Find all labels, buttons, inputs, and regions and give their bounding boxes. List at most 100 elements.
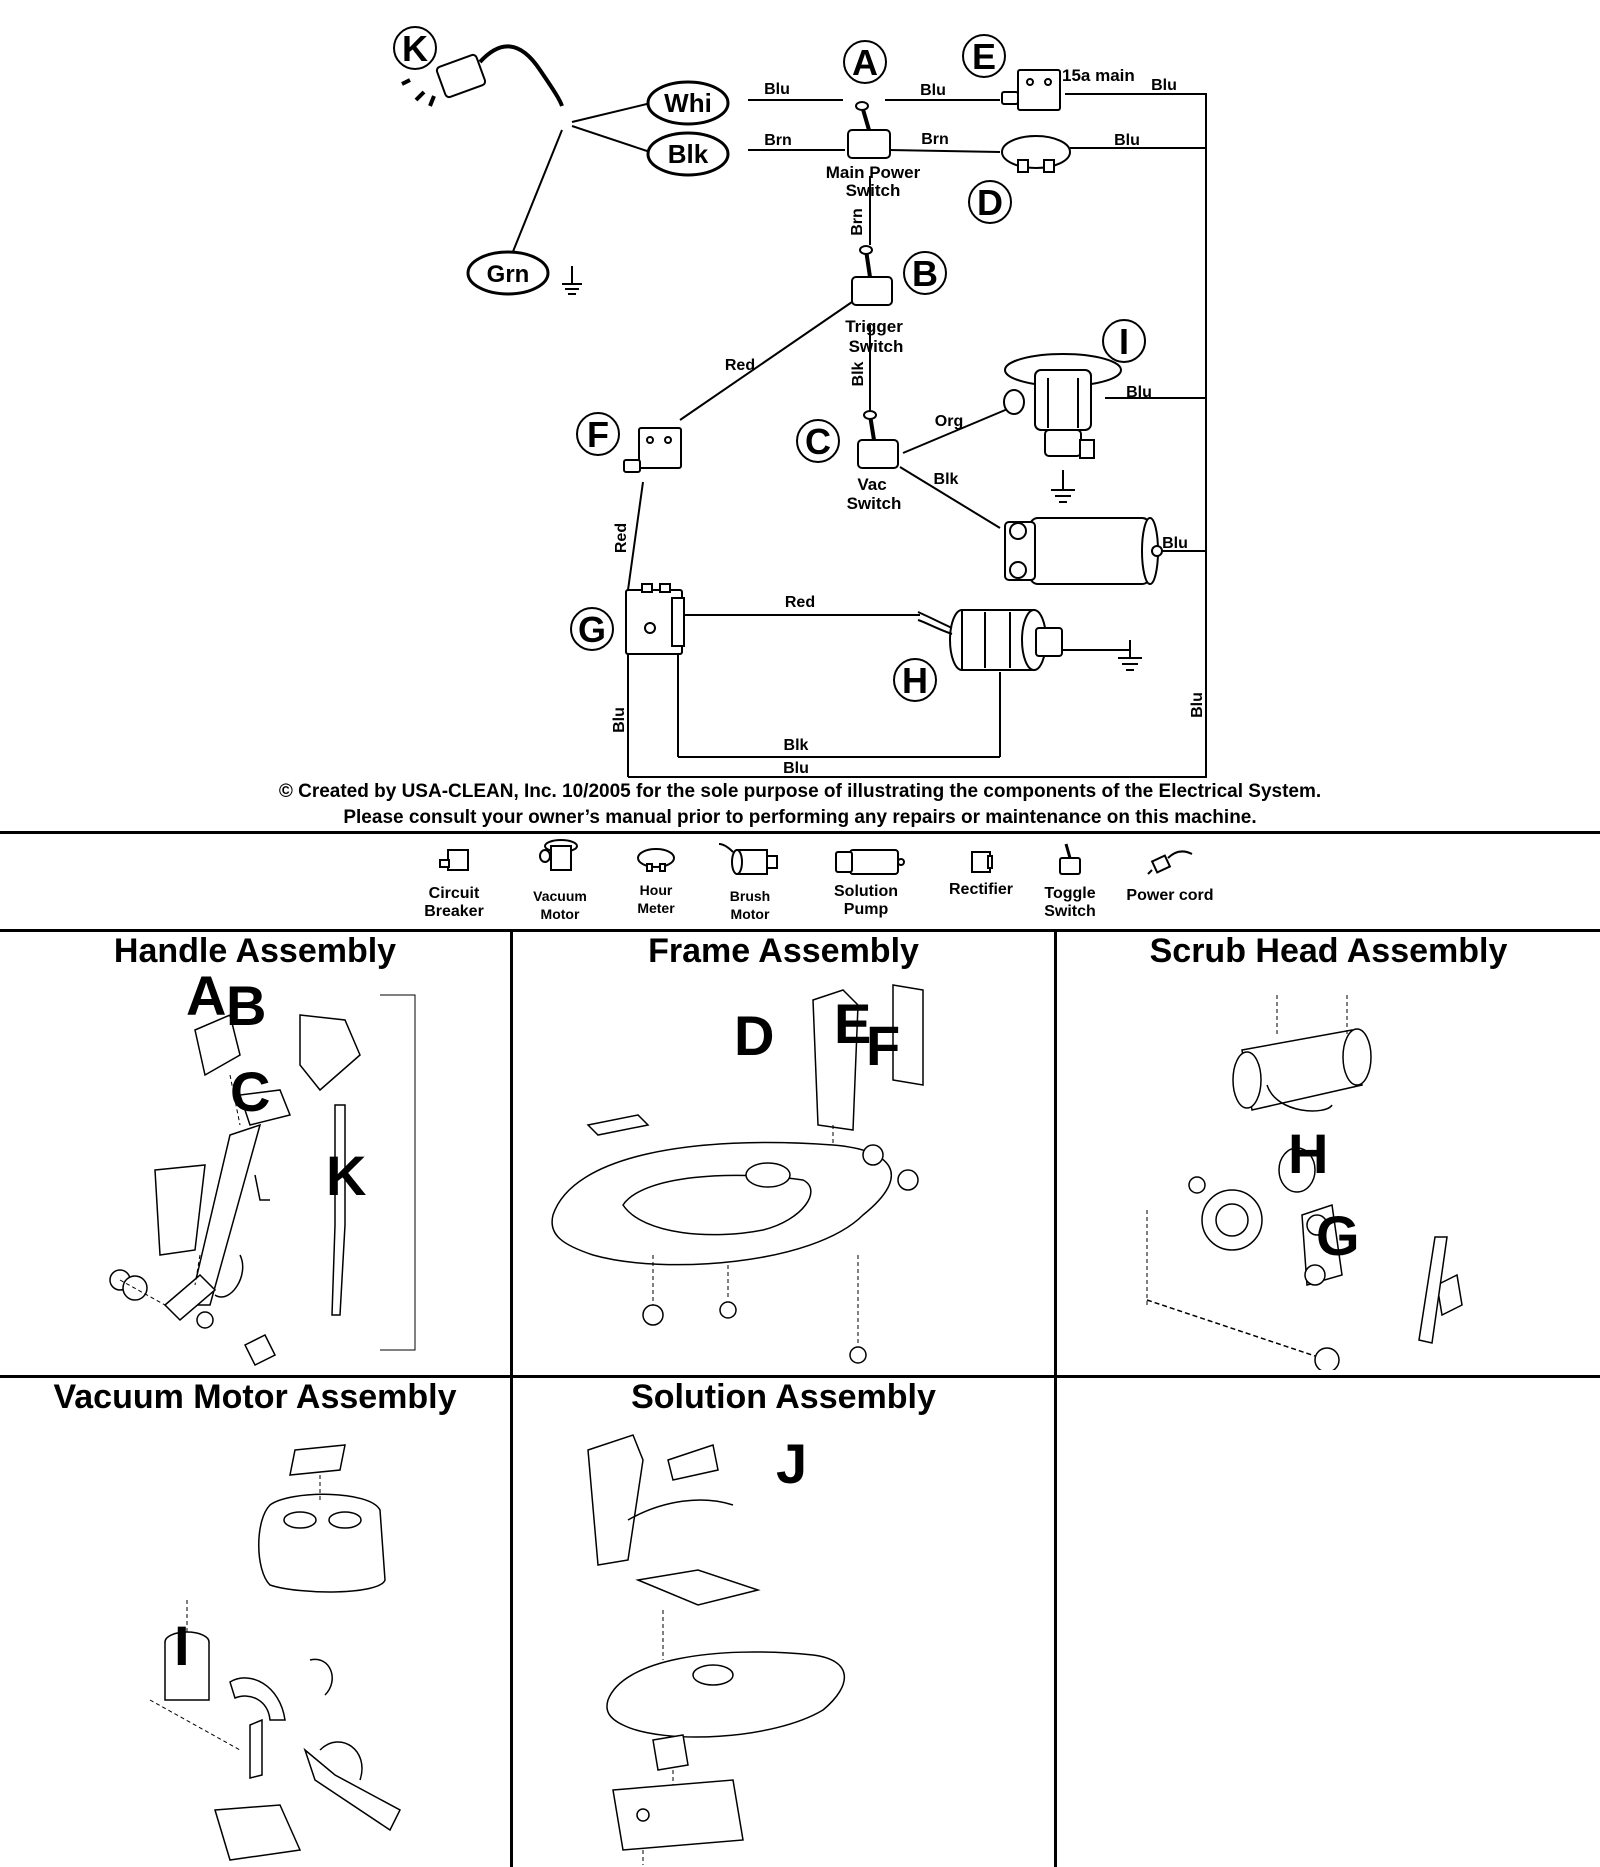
component-letter-c: C [805, 421, 831, 462]
component-letter-h: H [902, 660, 928, 701]
frame-assembly-drawing [551, 984, 924, 1364]
frame-letter-e: E [834, 992, 872, 1055]
main-breaker-rating: 15a main [1062, 66, 1135, 85]
component-letter-i: I [1119, 321, 1129, 362]
wire-label: Blk [850, 361, 867, 386]
wire-label: Blk [784, 737, 809, 754]
divider [0, 929, 1600, 932]
handle-letter-k: K [326, 1144, 367, 1207]
divider [1054, 930, 1057, 1867]
rectifier-icon [625, 583, 685, 655]
solution-letter-j: J [776, 1432, 808, 1495]
panel-title: Vacuum Motor Assembly [53, 1378, 457, 1416]
wire-label: Org [935, 413, 963, 430]
handle-letter-a: A [186, 964, 227, 1027]
wire-label: Blk [934, 471, 959, 488]
scrub-letter-g: G [1316, 1204, 1360, 1267]
circuit-breaker-f-icon [623, 427, 682, 473]
brush-motor-icon [917, 609, 1063, 671]
trigger-switch-label-2: Switch [849, 337, 904, 356]
vacuum-motor-icon [539, 839, 578, 871]
wire-label: Red [725, 357, 755, 374]
wire-label: Brn [764, 132, 792, 149]
component-letter-d: D [977, 182, 1003, 223]
scrub-head-assembly-drawing [1146, 995, 1463, 1370]
legend-power-cord: Power cord [1120, 840, 1220, 905]
wire-label: Brn [849, 208, 866, 236]
wire-oval-blk [646, 131, 730, 177]
solution-pump-icon [835, 849, 905, 875]
component-letter-e: E [972, 36, 996, 77]
component-letter-f: F [587, 414, 609, 455]
frame-letter-f: F [866, 1014, 901, 1077]
copyright-line-2: Please consult your owner’s manual prior… [343, 807, 1257, 828]
legend-label: Vacuum Motor [533, 888, 587, 922]
legend-circuit-breaker: Circuit Breaker [408, 840, 500, 921]
legend-label: Brush Motor [729, 888, 771, 922]
main-power-switch-label-2: Switch [846, 181, 901, 200]
toggle-switch-icon [1059, 843, 1081, 875]
power-cord-plug-icon [401, 44, 564, 107]
wire-oval-whi-label: Whi [664, 88, 712, 118]
wire-oval-blk-label: Blk [668, 139, 709, 169]
wire-label: Blu [1151, 77, 1177, 94]
handle-letter-c: C [230, 1060, 271, 1123]
legend-label: Circuit Breaker [424, 885, 484, 920]
hour-meter-icon [637, 848, 675, 872]
wire-oval-grn [466, 250, 550, 296]
trigger-switch-label-1: Trigger [845, 317, 903, 336]
vacuum-motor-assembly-drawing [149, 1444, 401, 1861]
solution-pump-icon [1004, 517, 1163, 585]
legend-label: Toggle Switch [1044, 885, 1096, 920]
panel-title: Handle Assembly [113, 932, 397, 970]
wire-oval-grn-label: Grn [487, 261, 530, 288]
handle-assembly-drawing [109, 994, 416, 1367]
wire-label: Blu [1126, 384, 1152, 401]
handle-letter-b: B [226, 974, 267, 1037]
legend-solution-pump: Solution Pump [820, 844, 912, 919]
trigger-switch-icon [851, 245, 893, 306]
vac-switch-label-2: Switch [847, 494, 902, 513]
legend-label: Hour Meter [637, 882, 675, 916]
component-letter-a: A [852, 42, 878, 83]
wire-label: Blu [1189, 692, 1206, 718]
component-letter-g: G [578, 609, 606, 650]
component-letter-k: K [402, 28, 428, 69]
wire-label: Brn [921, 131, 949, 148]
frame-letter-d: D [734, 1004, 775, 1067]
panel-title: Scrub Head Assembly [1149, 932, 1508, 970]
main-power-switch-icon [847, 101, 891, 159]
divider [0, 1375, 1600, 1378]
legend-brush-motor: Brush Motor [710, 836, 790, 923]
wire-label: Blu [611, 707, 628, 733]
wire-label: Red [613, 523, 630, 553]
legend-vacuum-motor: Vacuum Motor [522, 834, 598, 923]
power-cord-icon [1147, 850, 1193, 875]
wire-label: Blu [920, 82, 946, 99]
wire-label: Blu [764, 81, 790, 98]
main-power-switch-label-1: Main Power [826, 163, 921, 182]
brush-motor-icon [718, 843, 778, 875]
main-breaker-icon [1001, 69, 1061, 111]
hour-meter-icon [1001, 135, 1071, 173]
vacuum-letter-i: I [174, 1614, 190, 1677]
panel-title: Frame Assembly [648, 932, 919, 970]
legend-label: Rectifier [948, 881, 1014, 898]
divider [510, 930, 513, 1867]
copyright-line-1: © Created by USA-CLEAN, Inc. 10/2005 for… [278, 781, 1322, 802]
legend-label: Power cord [1126, 887, 1214, 904]
legend-toggle-switch: Toggle Switch [1032, 838, 1108, 921]
component-letter-b: B [912, 253, 938, 294]
wire-label: Blu [1162, 535, 1188, 552]
vac-switch-label-1: Vac [857, 475, 886, 494]
divider [0, 831, 1600, 834]
wiring-diagram: Whi Blk Grn K A E D B I F C G H J [393, 26, 1207, 778]
scrub-letter-h: H [1288, 1122, 1329, 1185]
wire-label: Blu [1114, 132, 1140, 149]
wire-label: Red [785, 594, 815, 611]
solution-assembly-drawing [587, 1434, 846, 1865]
legend-rectifier: Rectifier [938, 846, 1024, 899]
wire-oval-whi [646, 80, 730, 126]
circuit-breaker-icon [439, 849, 469, 871]
legend-label: Solution Pump [834, 883, 898, 918]
